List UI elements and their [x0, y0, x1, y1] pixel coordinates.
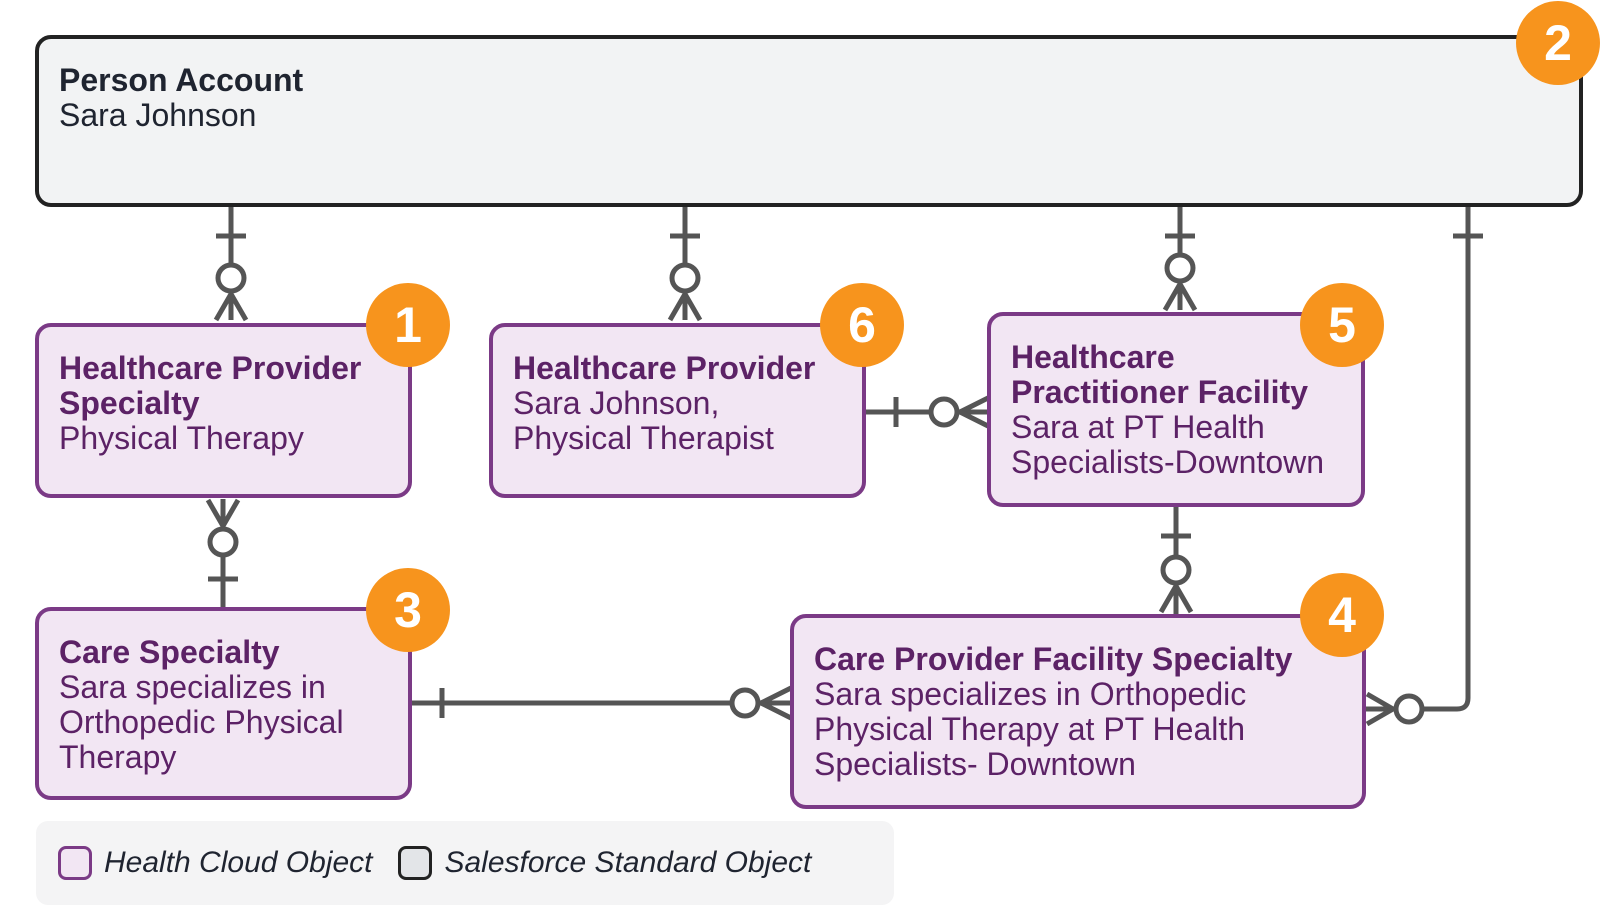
badge-1: 1 [366, 283, 450, 367]
node-subtitle: Sara Johnson [59, 97, 257, 133]
connector-care-specialty-to-hp-specialty [205, 498, 241, 610]
health-cloud-swatch [58, 846, 92, 880]
node-title: Care Specialty [59, 634, 280, 670]
standard-object-swatch [398, 846, 433, 880]
legend: Health Cloud Object Salesforce Standard … [36, 821, 894, 905]
care-provider-facility-specialty-node: Care Provider Facility Specialty Sara sp… [790, 614, 1366, 809]
node-title: Healthcare Provider [513, 350, 816, 386]
connector-person-to-cpfs [1365, 206, 1483, 727]
badge-3: 3 [366, 568, 450, 652]
healthcare-provider-specialty-node: Healthcare Provider Specialty Physical T… [35, 323, 412, 498]
healthcare-provider-node: Healthcare Provider Sara Johnson, Physic… [489, 323, 866, 498]
connector-person-to-hp [667, 206, 703, 322]
badge-4: 4 [1300, 573, 1384, 657]
node-subtitle: Sara Johnson, Physical Therapist [513, 385, 774, 456]
legend-label: Health Cloud Object [104, 846, 373, 879]
badge-5: 5 [1300, 283, 1384, 367]
node-subtitle: Sara specializes in Orthopedic Physical … [814, 676, 1247, 782]
connector-person-to-hp-specialty [213, 206, 249, 322]
legend-item-health-cloud: Health Cloud Object [58, 846, 372, 880]
node-title: Healthcare Provider Specialty [59, 350, 362, 421]
healthcare-practitioner-facility-node: Healthcare Practitioner Facility Sara at… [987, 312, 1365, 507]
badge-6: 6 [820, 283, 904, 367]
connector-hpf-to-cpfs [1158, 506, 1194, 617]
node-subtitle: Sara at PT Health Specialists-Downtown [1011, 409, 1325, 480]
legend-item-standard: Salesforce Standard Object [398, 846, 811, 880]
badge-2: 2 [1516, 1, 1600, 85]
node-subtitle: Physical Therapy [59, 420, 304, 456]
legend-label: Salesforce Standard Object [444, 846, 812, 879]
node-subtitle: Sara specializes in Orthopedic Physical … [59, 669, 344, 775]
care-specialty-node: Care Specialty Sara specializes in Ortho… [35, 607, 412, 800]
connector-care-specialty-to-cpfs [412, 685, 795, 721]
connector-person-to-hpf [1162, 206, 1198, 312]
node-title: Care Provider Facility Specialty [814, 641, 1293, 677]
node-title: Healthcare Practitioner Facility [1011, 339, 1308, 410]
node-title: Person Account [59, 62, 304, 98]
connector-hp-to-hpf [865, 394, 992, 430]
person-account-node: Person Account Sara Johnson [35, 35, 1583, 207]
